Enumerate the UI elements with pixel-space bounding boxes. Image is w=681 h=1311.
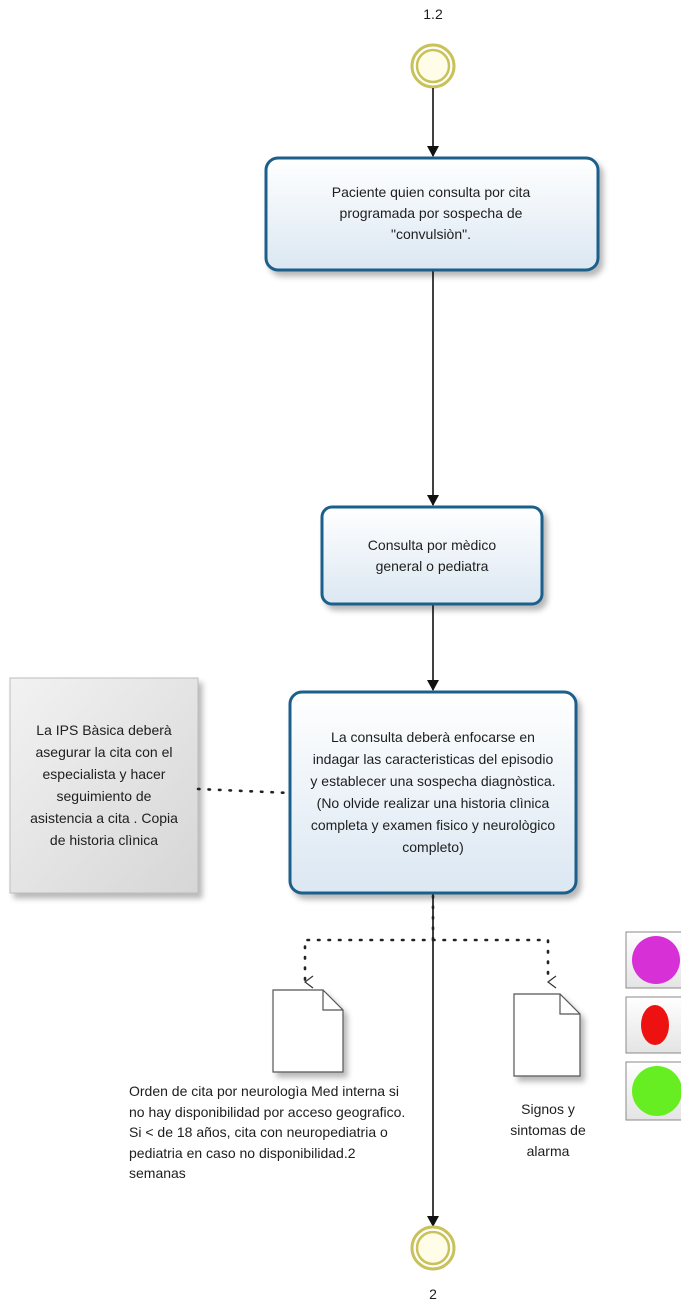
end-event bbox=[410, 1225, 456, 1271]
task-text-2: Consulta por mèdico general o pediatra bbox=[367, 536, 497, 574]
task-box-1 bbox=[264, 156, 600, 272]
task-box-2 bbox=[320, 505, 544, 606]
task-text-1: Paciente quien consulta por cita program… bbox=[331, 183, 531, 242]
association-to-orden bbox=[303, 894, 435, 989]
annotation-association bbox=[196, 787, 292, 795]
task-box-3 bbox=[288, 690, 578, 895]
legend-magenta bbox=[625, 931, 681, 989]
annotation-box bbox=[9, 677, 199, 894]
legend-green bbox=[625, 1061, 681, 1121]
document-icon-signos bbox=[513, 993, 581, 1077]
start-event bbox=[410, 43, 456, 89]
start-event-label: 1.2 bbox=[423, 6, 443, 22]
association-to-signos bbox=[431, 938, 557, 989]
annotation-text: La IPS Bàsica deberà asegurar la cita co… bbox=[30, 722, 178, 848]
document-icon-orden bbox=[272, 989, 344, 1073]
document-label-orden: Orden de cita por neurologìa Med interna… bbox=[129, 1083, 406, 1181]
legend-red bbox=[625, 996, 681, 1054]
document-label-signos: Signos y sintomas de alarma bbox=[510, 1101, 586, 1159]
task-text-3: La consulta deberà enfocarse en indagar … bbox=[310, 729, 556, 855]
end-event-label: 2 bbox=[429, 1286, 437, 1302]
